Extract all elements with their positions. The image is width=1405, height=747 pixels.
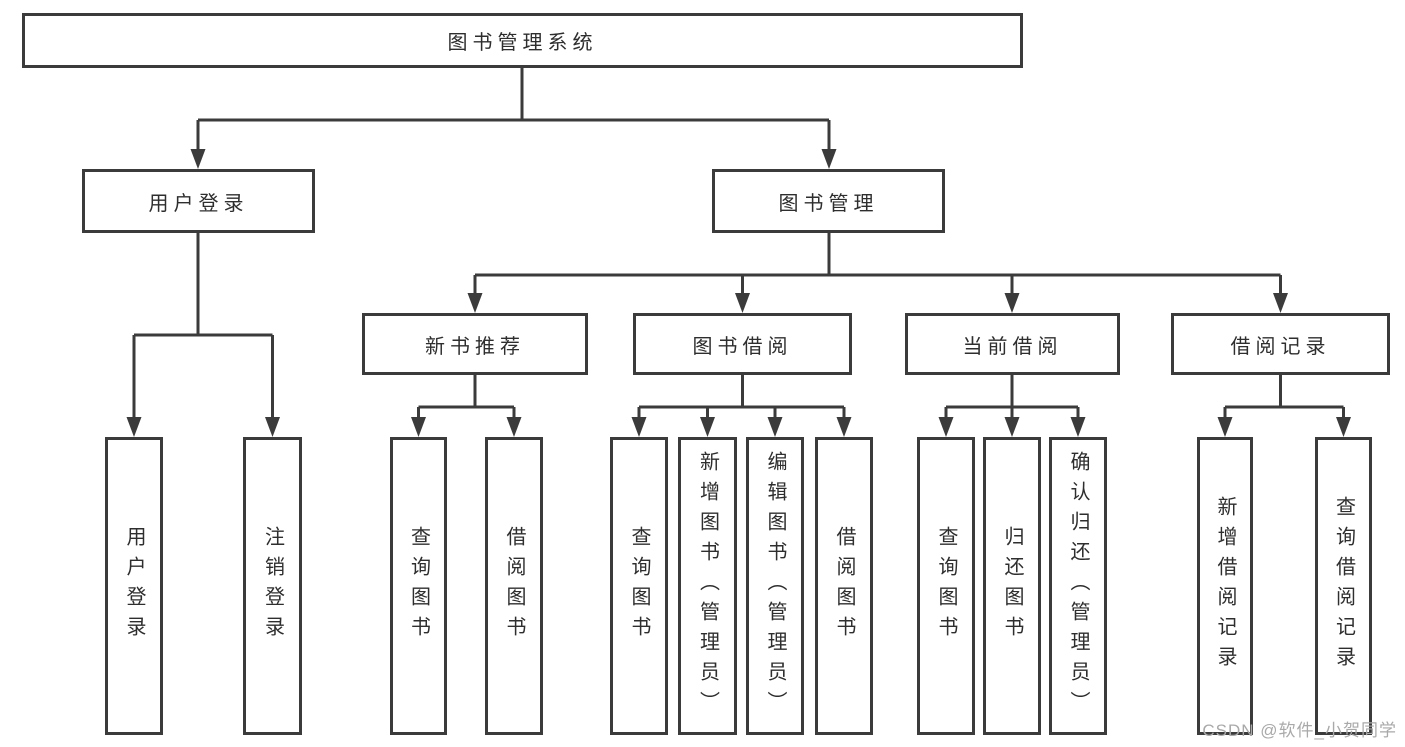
leaf-user-login: 用户登录 <box>105 437 163 735</box>
csdn-watermark: CSDN @软件_小贺同学 <box>1202 721 1397 740</box>
leaf-logout: 注销登录 <box>243 437 302 735</box>
node-new-book-recommend: 新书推荐 <box>362 313 588 375</box>
node-current-borrow-label: 当前借阅 <box>962 335 1063 358</box>
node-new-book-recommend-label: 新书推荐 <box>425 335 525 358</box>
arrowheads <box>126 149 1351 437</box>
leaf-current-query-book-label: 查询图书 <box>935 526 957 646</box>
node-root-label: 图书管理系统 <box>447 32 598 54</box>
leaf-recommend-borrow-book: 借阅图书 <box>485 437 543 735</box>
leaf-borrow-add-book: 新增图书（管理员） <box>678 437 737 735</box>
leaf-borrow-add-book-label: 新增图书（管理员） <box>696 451 719 721</box>
leaf-user-login-label: 用户登录 <box>123 526 145 646</box>
leaf-logout-label: 注销登录 <box>261 526 284 646</box>
node-user-login: 用户登录 <box>82 169 315 233</box>
leaf-current-return-book: 归还图书 <box>983 437 1041 735</box>
node-borrow-records: 借阅记录 <box>1171 313 1390 375</box>
leaf-borrow-borrow-book: 借阅图书 <box>815 437 873 735</box>
node-book-management-label: 图书管理 <box>778 192 879 215</box>
leaf-current-confirm-return: 确认归还（管理员） <box>1049 437 1107 735</box>
leaf-borrow-edit-book: 编辑图书（管理员） <box>746 437 804 735</box>
leaf-borrow-query-book: 查询图书 <box>610 437 668 735</box>
leaf-records-add-record: 新增借阅记录 <box>1197 437 1253 735</box>
leaf-recommend-query-book: 查询图书 <box>390 437 447 735</box>
leaf-borrow-query-book-label: 查询图书 <box>628 526 650 646</box>
node-root: 图书管理系统 <box>22 13 1023 68</box>
connector-lines <box>132 68 1345 421</box>
node-current-borrow: 当前借阅 <box>905 313 1120 375</box>
leaf-borrow-edit-book-label: 编辑图书（管理员） <box>764 451 786 721</box>
leaf-records-query-record-label: 查询借阅记录 <box>1332 496 1355 676</box>
leaf-current-query-book: 查询图书 <box>917 437 975 735</box>
node-borrow-records-label: 借阅记录 <box>1230 335 1331 358</box>
leaf-borrow-borrow-book-label: 借阅图书 <box>833 526 855 646</box>
leaf-records-query-record: 查询借阅记录 <box>1315 437 1372 735</box>
leaf-current-return-book-label: 归还图书 <box>1001 526 1023 646</box>
leaf-records-add-record-label: 新增借阅记录 <box>1214 496 1236 676</box>
leaf-recommend-query-book-label: 查询图书 <box>407 526 430 646</box>
node-book-borrow: 图书借阅 <box>633 313 852 375</box>
node-book-borrow-label: 图书借阅 <box>692 335 793 358</box>
node-user-login-label: 用户登录 <box>148 192 249 215</box>
leaf-current-confirm-return-label: 确认归还（管理员） <box>1067 451 1089 721</box>
node-book-management: 图书管理 <box>712 169 945 233</box>
leaf-recommend-borrow-book-label: 借阅图书 <box>503 526 525 646</box>
